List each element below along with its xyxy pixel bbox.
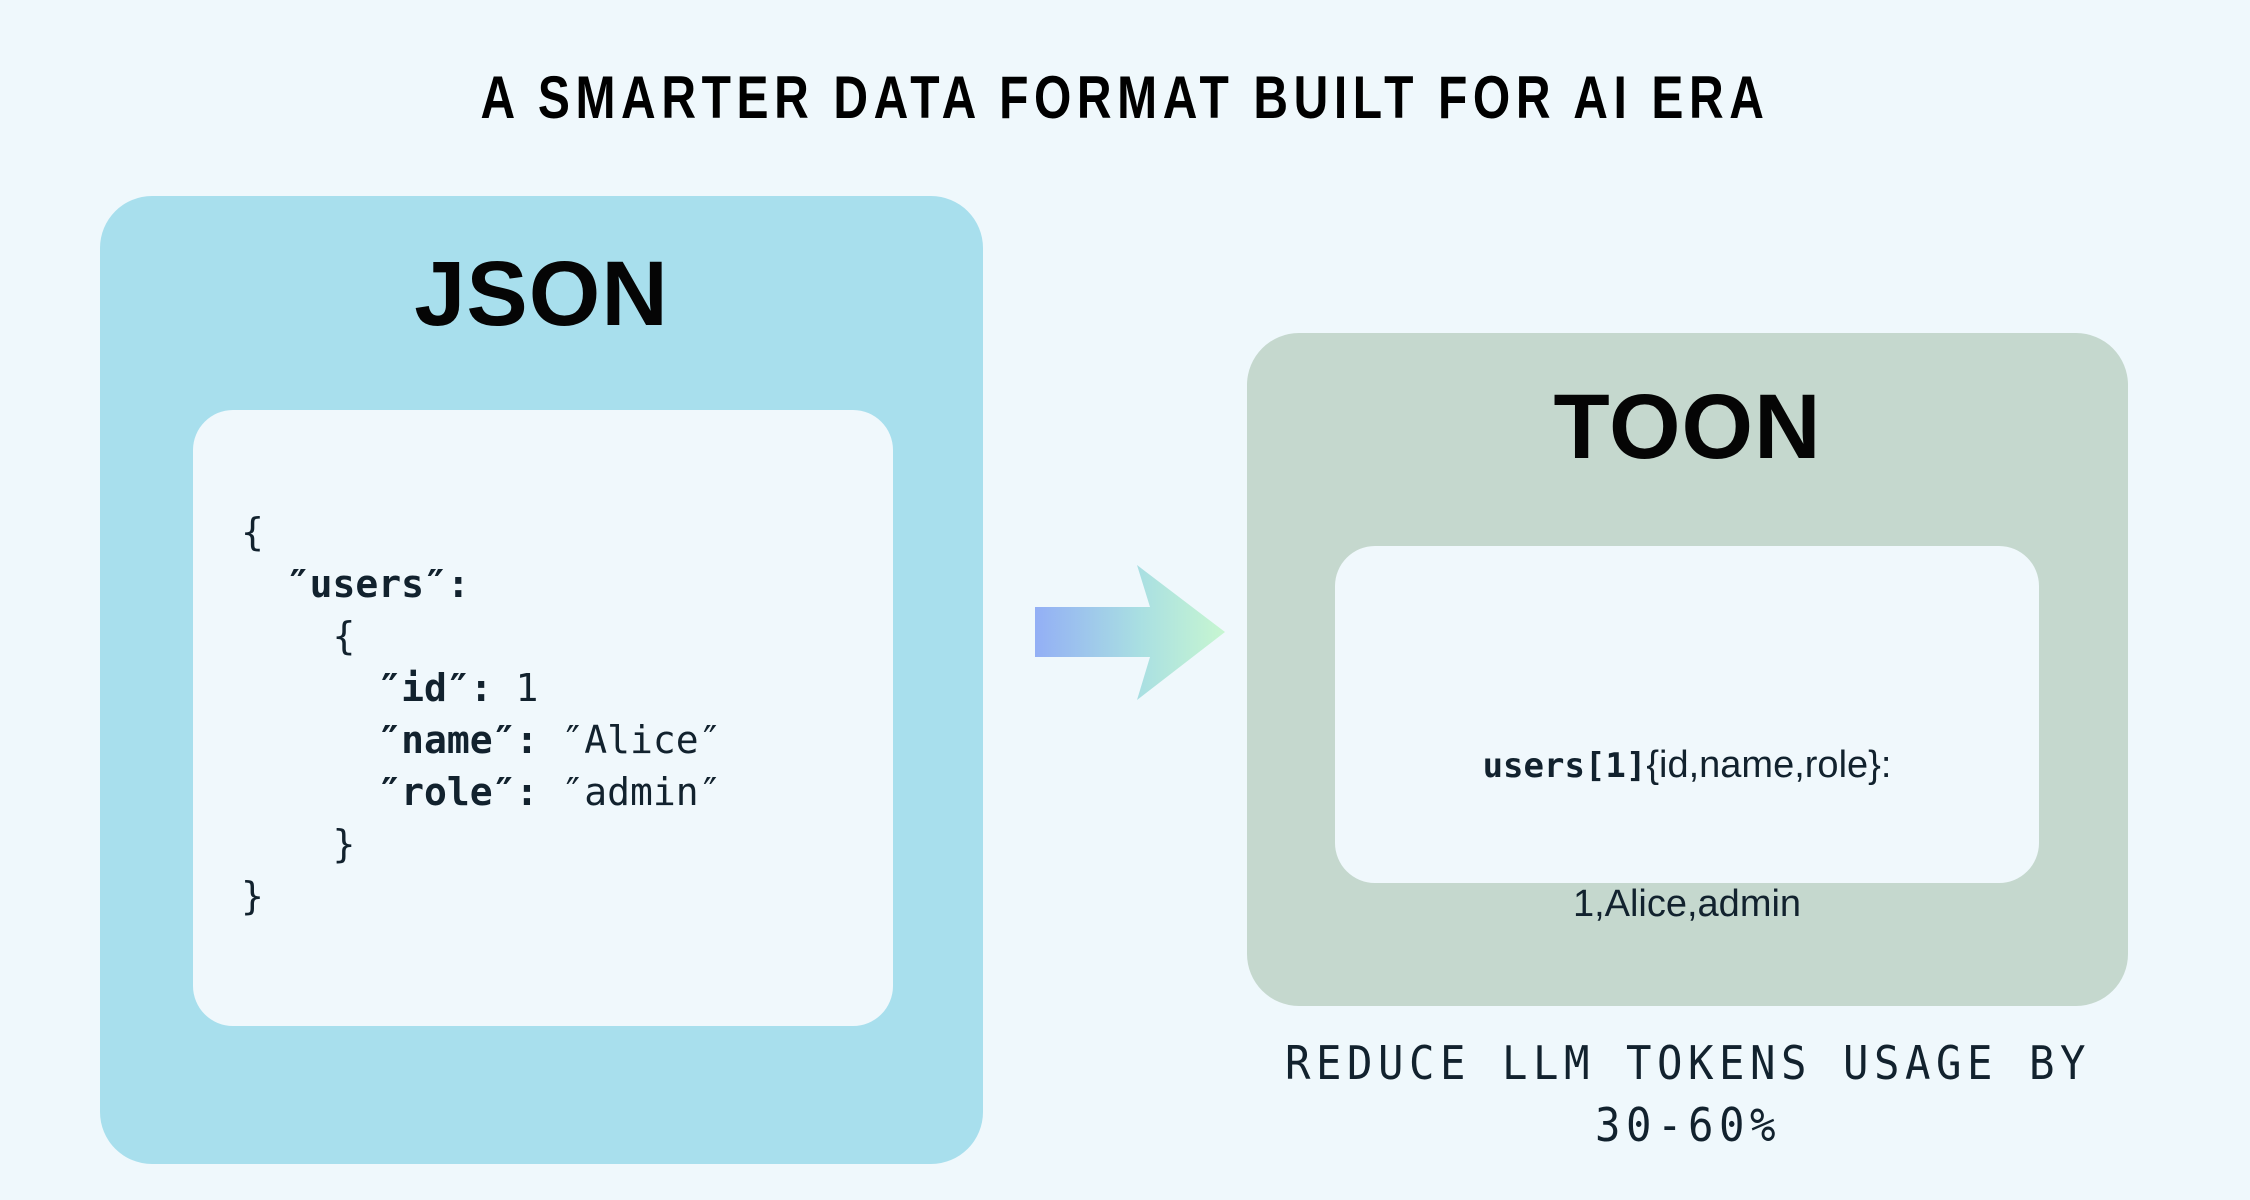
- toon-code-row: 1,Alice,admin: [1572, 883, 1802, 925]
- json-code-line: ″name″: ″Alice″: [241, 714, 721, 766]
- json-code-value: 1: [492, 666, 539, 710]
- caption-line-1: REDUCE LLM TOKENS USAGE BY: [1285, 1036, 2091, 1090]
- toon-code-card: users[1]{id,name,role}: 1,Alice,admin: [1335, 546, 2039, 925]
- toon-panel: TOON users[1]{id,name,role}: 1,Alice,adm…: [1247, 333, 2128, 1006]
- json-panel: JSON { ″users″: { ″id″: 1 ″name″: ″Alice…: [100, 196, 983, 1164]
- json-code-value: ″Alice″: [538, 718, 722, 762]
- json-code-line: {: [241, 506, 721, 558]
- json-code-line: ″users″:: [241, 558, 721, 610]
- json-code-line: }: [241, 870, 721, 922]
- json-panel-title: JSON: [414, 243, 669, 345]
- json-code-brace: }: [332, 822, 356, 866]
- toon-code-schema: {id,name,role}:: [1646, 744, 1892, 786]
- json-code-key: ″role″:: [378, 770, 539, 814]
- caption-line-2: 30-60%: [1594, 1098, 1781, 1152]
- json-code-key: ″users″:: [286, 562, 470, 606]
- json-code-line: }: [241, 818, 721, 870]
- toon-code-block: users[1]{id,name,role}: 1,Alice,admin: [1335, 650, 2039, 1019]
- toon-code-line-1: users[1]{id,name,role}:: [1335, 742, 2039, 789]
- json-code-value: ″admin″: [538, 770, 722, 814]
- caption: REDUCE LLM TOKENS USAGE BY 30-60%: [1232, 1032, 2145, 1156]
- json-code-card: { ″users″: { ″id″: 1 ″name″: ″Alice″ ″ro…: [193, 410, 893, 1026]
- toon-code-prefix: users[1]: [1482, 746, 1647, 786]
- json-code-brace: }: [241, 874, 264, 918]
- right-arrow-icon: [1035, 565, 1225, 700]
- json-code-key: ″name″:: [378, 718, 539, 762]
- page-title: A SMARTER DATA FORMAT BUILT FOR AI ERA: [480, 64, 1770, 131]
- json-code-block: { ″users″: { ″id″: 1 ″name″: ″Alice″ ″ro…: [241, 506, 721, 922]
- json-code-key: ″id″:: [378, 666, 493, 710]
- json-code-brace: {: [241, 510, 264, 554]
- json-code-brace: {: [332, 614, 356, 658]
- json-code-line: {: [241, 610, 721, 662]
- toon-panel-title: TOON: [1553, 376, 1822, 478]
- json-code-line: ″id″: 1: [241, 662, 721, 714]
- json-code-line: ″role″: ″admin″: [241, 766, 721, 818]
